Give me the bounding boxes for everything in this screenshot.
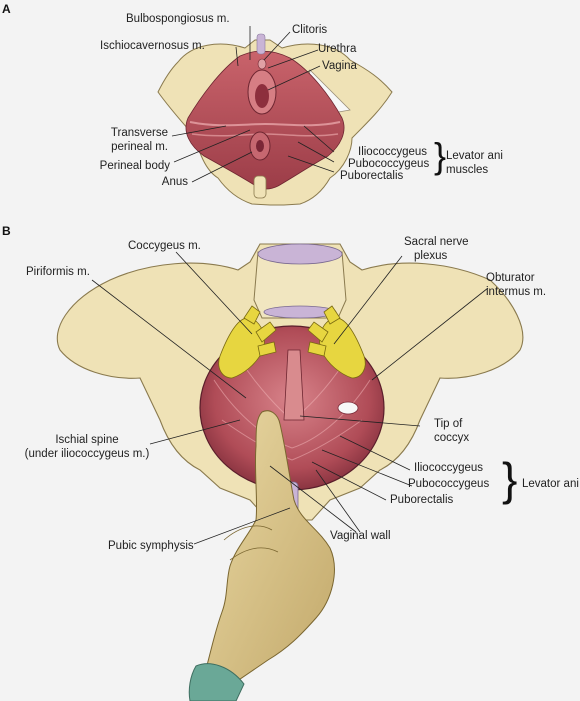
label-coccygeus: Coccygeus m. bbox=[128, 240, 201, 252]
label-ischial-spine-2: (under iliococcygeus m.) bbox=[24, 448, 150, 460]
nerve-plexus-left bbox=[218, 305, 277, 379]
label-sacral-nerve-1: Sacral nerve bbox=[404, 236, 469, 248]
label-puborectalis-a: Puborectalis bbox=[340, 170, 404, 182]
perineal-muscles-a bbox=[185, 50, 345, 190]
label-vagina: Vagina bbox=[322, 60, 357, 72]
brace-levator-a: } bbox=[434, 135, 447, 176]
panel-label-a: A bbox=[2, 2, 11, 16]
label-iliococcygeus-b: Iliococcygeus bbox=[414, 462, 484, 474]
label-vaginal-wall: Vaginal wall bbox=[330, 530, 391, 542]
label-tip-coccyx-2: coccyx bbox=[434, 432, 470, 444]
label-tip-coccyx-1: Tip of bbox=[434, 418, 463, 430]
label-bulbospongiosus: Bulbospongiosus m. bbox=[126, 13, 230, 25]
nerve-plexus-right bbox=[307, 305, 366, 379]
label-ischial-spine-1: Ischial spine bbox=[55, 434, 119, 446]
label-pubic-symphysis: Pubic symphysis bbox=[108, 540, 194, 552]
label-puborectalis-b: Puborectalis bbox=[390, 494, 454, 506]
label-clitoris: Clitoris bbox=[292, 24, 328, 36]
label-perineal-body: Perineal body bbox=[99, 160, 170, 172]
label-transverse-perineal-1: Transverse bbox=[110, 127, 168, 139]
sleeve bbox=[188, 663, 245, 701]
label-levator-ani-a-2: muscles bbox=[446, 164, 489, 176]
label-ischiocavernosus: Ischiocavernosus m. bbox=[100, 40, 205, 52]
panel-b-leader-lines bbox=[91, 251, 489, 545]
label-levator-ani-b: Levator ani bbox=[522, 478, 579, 490]
gloved-hand bbox=[203, 410, 335, 691]
label-transverse-perineal-2: perineal m. bbox=[111, 141, 168, 153]
label-pubococcygeus-a: Pubococcygeus bbox=[348, 158, 430, 170]
label-piriformis: Piriformis m. bbox=[26, 266, 90, 278]
label-anus-a: Anus bbox=[161, 176, 188, 188]
label-urethra: Urethra bbox=[318, 43, 357, 55]
label-obturator-2: intermus m. bbox=[486, 286, 547, 298]
panel-a-leader-lines bbox=[171, 26, 335, 183]
label-obturator-1: Obturator bbox=[486, 272, 535, 284]
label-pubococcygeus-b: Pubococcygeus bbox=[408, 478, 490, 490]
panel-a-illustration bbox=[157, 33, 393, 206]
brace-levator-b: } bbox=[502, 453, 518, 505]
label-iliococcygeus-a: Iliococcygeus bbox=[358, 146, 428, 158]
panel-label-b: B bbox=[2, 224, 11, 238]
panel-b-illustration bbox=[56, 243, 524, 701]
label-sacral-nerve-2: plexus bbox=[414, 250, 448, 262]
label-levator-ani-a-1: Levator ani bbox=[446, 150, 503, 162]
